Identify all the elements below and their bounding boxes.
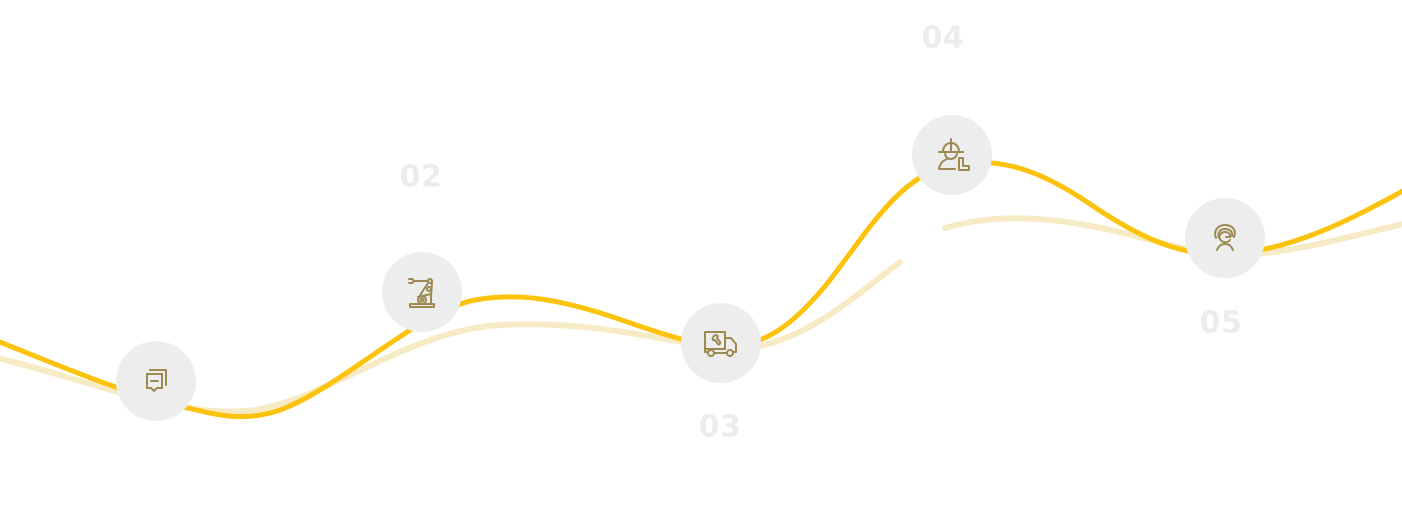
timeline-main-line [0, 159, 1402, 420]
step-2-circle[interactable] [382, 252, 462, 332]
support-headset-icon [1214, 224, 1236, 251]
chat-bubbles-icon [146, 369, 167, 392]
step-4-circle[interactable] [912, 115, 992, 195]
step-5-circle[interactable] [1185, 198, 1265, 278]
step-3-number: 03 [698, 409, 742, 445]
service-truck-icon [704, 331, 737, 357]
robotic-arm-icon [408, 278, 435, 308]
step-1-circle[interactable] [116, 341, 196, 421]
step-2-number: 02 [399, 159, 443, 195]
step-5-number: 05 [1199, 305, 1243, 341]
step-4-number: 04 [921, 20, 965, 56]
engineer-helmet-icon [938, 138, 970, 171]
step-3-circle[interactable] [681, 303, 761, 383]
